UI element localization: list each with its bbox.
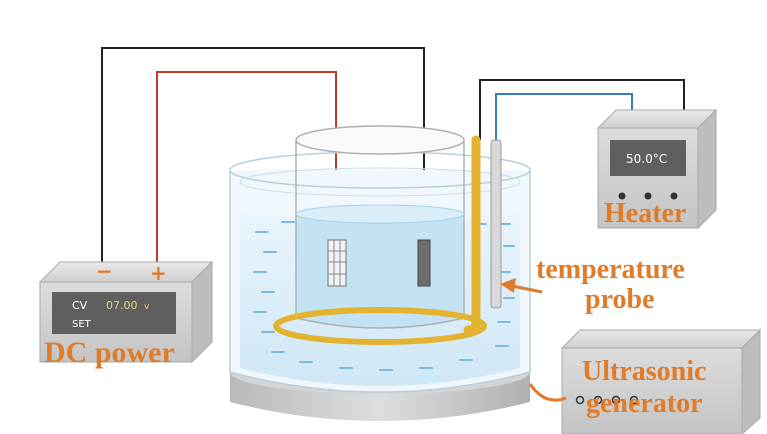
dc-unit: v: [144, 302, 150, 312]
heater-display: [610, 140, 686, 176]
heating-coil: [273, 307, 487, 345]
heater-knob: [644, 192, 652, 200]
generator-knob: [575, 395, 585, 405]
generator-knob: [629, 395, 639, 405]
heater-label: Heater: [604, 198, 686, 229]
probe-arrow: [500, 278, 543, 294]
generator-knob: [611, 395, 621, 405]
dc-plus-terminal: +: [150, 261, 167, 285]
temperature-probe-rod: [490, 139, 502, 309]
ultrasonic-generator: [560, 328, 762, 434]
generator-cable: [528, 383, 567, 402]
heater-black-wire: [479, 79, 685, 140]
heater-knob: [670, 192, 678, 200]
heater-temperature: 50.0°C: [626, 152, 667, 166]
ultrasonic-label-line1: Ultrasonic: [582, 356, 706, 387]
dc-display: [52, 292, 176, 334]
mesh-electrode: [327, 239, 347, 287]
heater-rod: [463, 135, 481, 335]
dc-voltage: 07.00: [106, 299, 138, 312]
dc-mode: CV: [72, 299, 88, 312]
probe-label-line2: probe: [585, 284, 655, 315]
heater-box: 50.0°C: [596, 108, 718, 230]
dc-power-label: DC power: [44, 336, 175, 369]
dc-set: SET: [72, 319, 92, 330]
plate-electrode: [417, 239, 431, 287]
probe-label-line1: temperature: [536, 254, 685, 285]
generator-knob: [593, 395, 603, 405]
inner-beaker: [295, 125, 465, 329]
dc-power-supply: CV 07.00 v SET: [38, 260, 214, 364]
ultrasonic-label-line2: generator: [586, 388, 703, 419]
red-wire-anode: [156, 71, 337, 262]
dc-minus-terminal: −: [96, 259, 113, 283]
heater-knob: [618, 192, 626, 200]
